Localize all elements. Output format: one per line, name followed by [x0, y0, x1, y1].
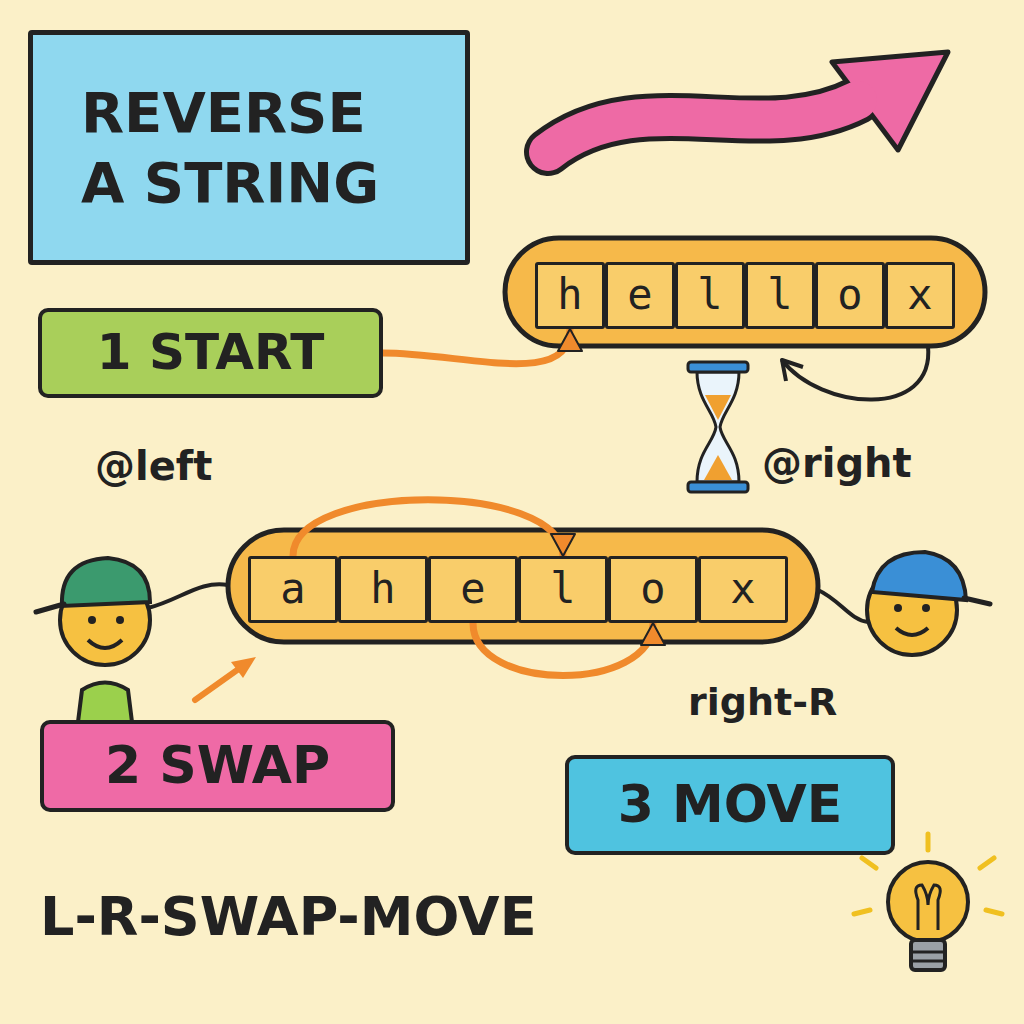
- char-text: e: [460, 565, 485, 613]
- step-label: 2 SWAP: [105, 736, 330, 796]
- note-label: @left: [95, 443, 212, 489]
- char-cell: l: [675, 262, 745, 329]
- char-cell: h: [338, 556, 428, 623]
- arrow-head: [641, 623, 665, 645]
- char-text: x: [730, 565, 755, 613]
- title-text: REVERSE A STRING: [81, 78, 411, 218]
- char-text: e: [627, 271, 652, 319]
- arrow-head: [558, 329, 582, 351]
- step-box: 1 START: [38, 308, 383, 398]
- note-label: L-R-SWAP-MOVE: [40, 885, 537, 948]
- step-box: 2 SWAP: [40, 720, 395, 812]
- char-text: x: [907, 271, 932, 319]
- char-cell: h: [535, 262, 605, 329]
- note-label: @right: [762, 440, 912, 486]
- swap-arrow: [293, 500, 563, 556]
- char-cell: a: [248, 556, 338, 623]
- char-cell: e: [428, 556, 518, 623]
- char-text: a: [280, 565, 305, 613]
- char-cell: o: [608, 556, 698, 623]
- char-text: o: [837, 271, 862, 319]
- char-cell: o: [815, 262, 885, 329]
- char-cell: l: [745, 262, 815, 329]
- arrow-head: [551, 534, 575, 556]
- char-cell: x: [885, 262, 955, 329]
- note-label: right-R: [688, 680, 837, 724]
- char-text: o: [640, 565, 665, 613]
- char-text: h: [370, 565, 395, 613]
- step-box: 3 MOVE: [565, 755, 895, 855]
- char-text: h: [557, 271, 582, 319]
- swap-arrow: [383, 329, 570, 364]
- char-text: l: [697, 271, 722, 319]
- char-cell: x: [698, 556, 788, 623]
- char-cell: l: [518, 556, 608, 623]
- char-cell: e: [605, 262, 675, 329]
- title-box: REVERSE A STRING: [28, 30, 470, 265]
- char-text: l: [767, 271, 792, 319]
- step-label: 1 START: [97, 324, 325, 382]
- swap-arrow: [473, 623, 653, 676]
- char-text: l: [550, 565, 575, 613]
- step-label: 3 MOVE: [618, 775, 843, 835]
